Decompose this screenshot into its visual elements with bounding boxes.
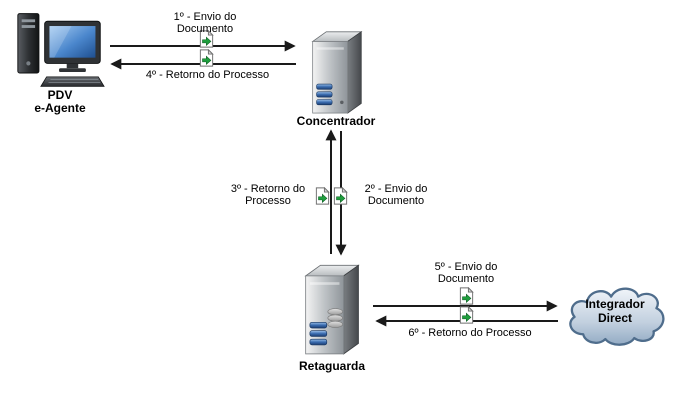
concentrador-label: Concentrador [296, 114, 376, 128]
computer-monitor [44, 20, 101, 73]
document-send-icon [333, 186, 348, 205]
document-send-icon [199, 29, 214, 48]
document-send-icon [459, 286, 474, 305]
flow-label-2: 2º - Envio do Documento [364, 183, 428, 207]
flow-label-3: 3º - Retorno do Processo [230, 183, 306, 207]
concentrador-server-icon [301, 26, 371, 115]
computer-tower [17, 13, 40, 74]
flow-label-1: 1º - Envio do Documento [173, 11, 237, 35]
pdv-label: PDV e-Agente [34, 88, 86, 116]
flow-label-5: 5º - Envio do Documento [434, 261, 498, 285]
document-send-icon [315, 186, 330, 205]
flow-label-6: 6º - Retorno do Processo [408, 327, 532, 339]
retaguarda-server-icon [293, 259, 369, 356]
computer-keyboard [40, 76, 105, 87]
integrador-label: Integrador Direct [585, 297, 645, 325]
disk-stack [327, 308, 343, 328]
desktop-computer-icon [14, 8, 106, 92]
document-send-icon [459, 305, 474, 324]
flow-label-4: 4º - Retorno do Processo [145, 69, 270, 81]
document-send-icon [199, 48, 214, 67]
integrador-cloud-shape [562, 277, 668, 351]
retaguarda-label: Retaguarda [298, 359, 366, 373]
